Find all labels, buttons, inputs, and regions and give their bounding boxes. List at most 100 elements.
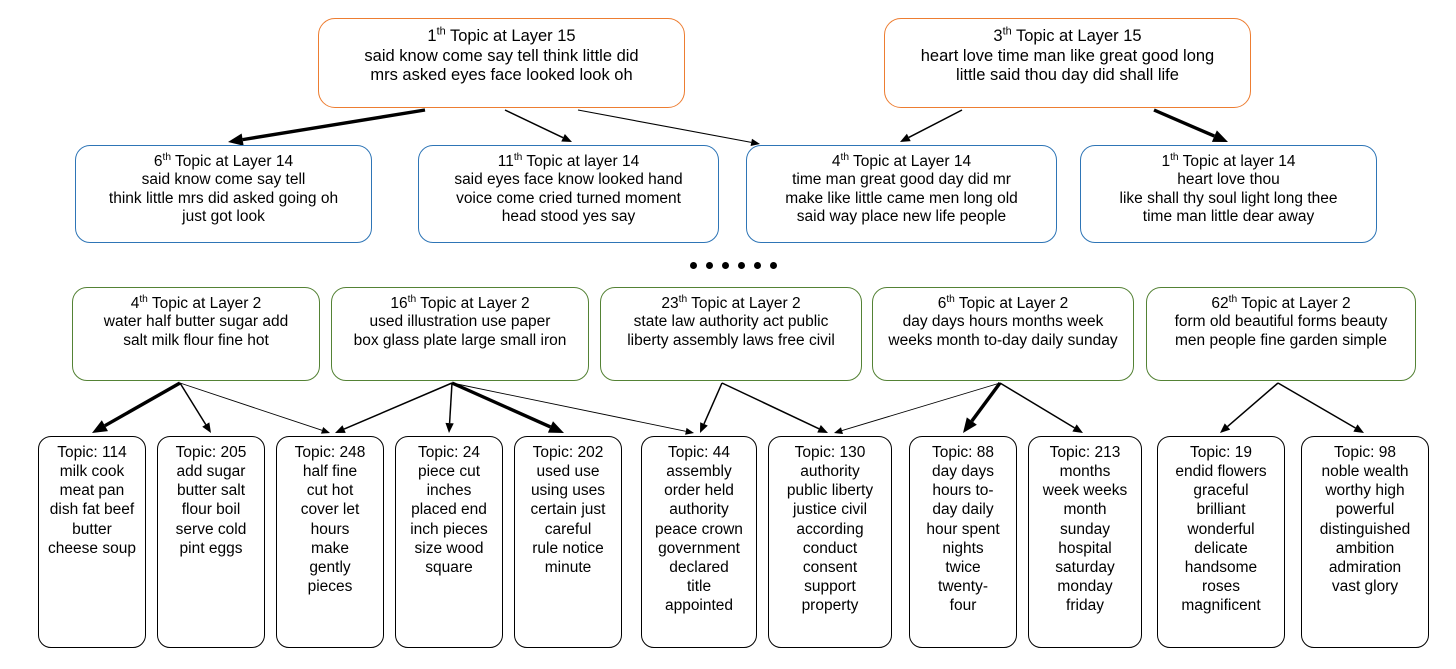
topic-node-words-line: hospital xyxy=(1058,539,1112,557)
edge-r2-to-m4 xyxy=(1153,108,1228,142)
topic-node-words-line: make like little came men long old xyxy=(785,189,1018,207)
topic-node-title: 3th Topic at Layer 15 xyxy=(993,25,1142,45)
topic-node-words-line: sunday xyxy=(1060,520,1110,538)
topic-node-words-line: little said thou day did shall life xyxy=(956,66,1179,85)
vertical-ellipsis-separator xyxy=(690,262,777,269)
topic-node-words-line: vast glory xyxy=(1331,577,1399,595)
topic-node-words-line: day days hours months week xyxy=(902,313,1104,331)
topic-node-words-line: heart love time man like great good long xyxy=(920,46,1215,65)
topic-node-words-line: saturday xyxy=(1055,558,1115,576)
topic-node-words-line: gently xyxy=(309,558,351,576)
topic-node-words-line: according xyxy=(796,520,864,538)
topic-node-words-line: think little mrs did asked going oh xyxy=(108,189,339,207)
topic-node-words-line: title xyxy=(686,577,712,595)
topic-node-words-line: time man great good day did mr xyxy=(792,171,1011,189)
topic-node-words-line: powerful xyxy=(1335,501,1395,519)
ellipsis-dot xyxy=(754,262,761,269)
topic-node-words-line: certain just xyxy=(530,501,606,519)
edge-g1-to-l1 xyxy=(92,381,181,433)
topic-node-words-line: make xyxy=(311,539,349,557)
topic-node-words-line: water half butter sugar add xyxy=(103,313,289,331)
topic-node-words-line: delicate xyxy=(1194,539,1248,557)
topic-node-title: Topic: 205 xyxy=(175,444,247,461)
topic-node-words-line: used use xyxy=(536,463,600,481)
topic-node-words-line: rule notice xyxy=(532,539,604,557)
topic-node-title: Topic: 24 xyxy=(417,444,481,461)
topic-node-words-line: salt milk flour fine hot xyxy=(123,331,269,349)
topic-node-words-line: said eyes face know looked hand xyxy=(454,171,683,189)
topic-node-title: 6th Topic at Layer 14 xyxy=(153,151,294,170)
topic-node-words-line: declared xyxy=(669,558,729,576)
topic-node-words-line: four xyxy=(949,597,977,615)
edge-g5-to-l10 xyxy=(1220,382,1279,433)
topic-node-words-line: liberty assembly laws free civil xyxy=(627,331,835,349)
topic-node-words-line: admiration xyxy=(1328,558,1402,576)
edge-g1-to-l2 xyxy=(179,382,211,433)
topic-node-words-line: property xyxy=(801,597,859,615)
topic-node-words-line: inches xyxy=(426,482,472,500)
ellipsis-dot xyxy=(770,262,777,269)
topic-node-words-line: add sugar xyxy=(176,463,246,481)
topic-node-words-line: voice come cried turned moment xyxy=(456,189,681,207)
topic-node-words-line: twenty- xyxy=(938,577,988,595)
topic-node-words-line: day daily xyxy=(932,501,994,519)
topic-node-words-line: authority xyxy=(800,463,860,481)
topic-node-words-line: butter salt xyxy=(176,482,246,500)
topic-node-title: Topic: 202 xyxy=(532,444,604,461)
topic-node-words-line: twice xyxy=(945,558,981,576)
topic-node-words-line: pieces xyxy=(307,577,353,595)
topic-node-words-line: week weeks xyxy=(1042,482,1128,500)
topic-node-words-line: hours to- xyxy=(932,482,994,500)
topic-node-title: 16th Topic at Layer 2 xyxy=(390,293,530,312)
topic-node-words-line: authority xyxy=(669,501,729,519)
topic-node-words-line: monday xyxy=(1057,577,1113,595)
edge-g2-to-l3 xyxy=(335,382,453,433)
edge-g4-to-l8 xyxy=(963,381,1002,433)
topic-node-words-line: conduct xyxy=(802,539,858,557)
edge-g5-to-l11 xyxy=(1277,382,1364,433)
topic-node-words-line: brilliant xyxy=(1196,501,1246,519)
ellipsis-dot xyxy=(690,262,697,269)
topic-node-words-line: milk cook xyxy=(59,463,125,481)
topic-node-words-line: inch pieces xyxy=(410,520,488,538)
topic-node-title: 4th Topic at Layer 2 xyxy=(130,293,262,312)
topic-node-words-line: said know come say tell think little did xyxy=(364,46,639,65)
edge-r2-to-m3 xyxy=(900,109,963,142)
topic-node-words-line: size wood xyxy=(414,539,484,557)
topic-node-words-line: handsome xyxy=(1184,558,1258,576)
topic-node-words-line: just got look xyxy=(182,208,265,226)
topic-node-words-line: cheese soup xyxy=(48,539,136,557)
topic-node-words-line: friday xyxy=(1066,597,1104,615)
topic-node-title: Topic: 248 xyxy=(294,444,366,461)
topic-node-title: Topic: 114 xyxy=(57,444,127,461)
ellipsis-dot xyxy=(738,262,745,269)
topic-node-words-line: form old beautiful forms beauty xyxy=(1174,313,1388,331)
topic-node-words-line: wonderful xyxy=(1187,520,1255,538)
topic-node-title: 62th Topic at Layer 2 xyxy=(1211,293,1351,312)
edge-g2-to-l6 xyxy=(451,382,694,435)
topic-node-title: Topic: 130 xyxy=(794,444,866,461)
topic-node-words-line: careful xyxy=(544,520,592,538)
